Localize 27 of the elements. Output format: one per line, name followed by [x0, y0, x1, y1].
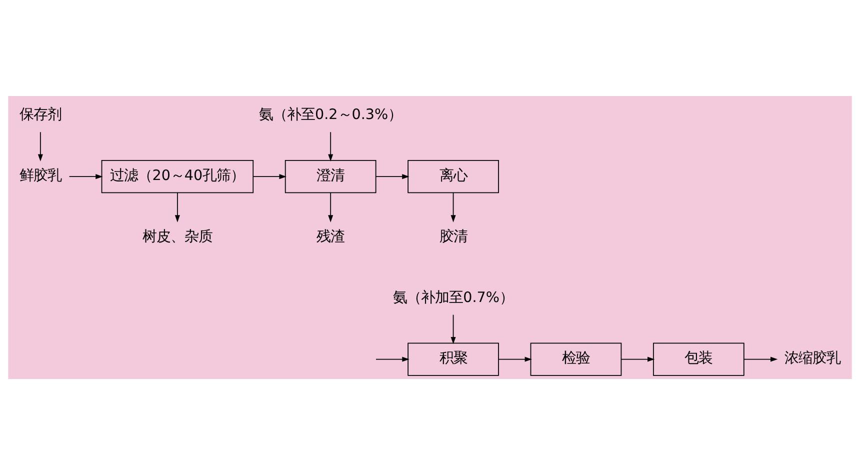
- arrow: [252, 174, 286, 180]
- node-text: 残渣: [316, 228, 345, 245]
- node-text: 树皮、杂质: [142, 228, 212, 245]
- node-text: 氨（补至0.2～0.3%）: [259, 107, 402, 124]
- node-box: 检验: [530, 342, 622, 376]
- node-box: 积聚: [408, 342, 499, 376]
- node-box: 澄清: [284, 160, 376, 194]
- arrow: [744, 356, 778, 362]
- arrow: [620, 356, 655, 362]
- arrow: [498, 356, 532, 362]
- arrow: [450, 314, 456, 344]
- arrow: [450, 192, 456, 222]
- node-text: 氨（补加至0.7%）: [393, 290, 514, 306]
- node-text: 浓缩胶乳: [784, 350, 840, 367]
- node-text: 鲜胶乳: [19, 168, 62, 184]
- arrow: [328, 192, 334, 222]
- arrow: [376, 356, 410, 362]
- arrow: [375, 174, 410, 180]
- node-box: 离心: [408, 160, 499, 194]
- node-text: 胶清: [439, 228, 468, 245]
- arrow: [68, 174, 103, 180]
- arrow: [174, 192, 180, 222]
- node-text: 保存剂: [19, 107, 62, 124]
- node-box: 过滤（20～40孔筛）: [101, 160, 254, 194]
- node-box: 包装: [653, 342, 744, 376]
- arrow: [38, 132, 43, 162]
- arrow: [328, 132, 334, 162]
